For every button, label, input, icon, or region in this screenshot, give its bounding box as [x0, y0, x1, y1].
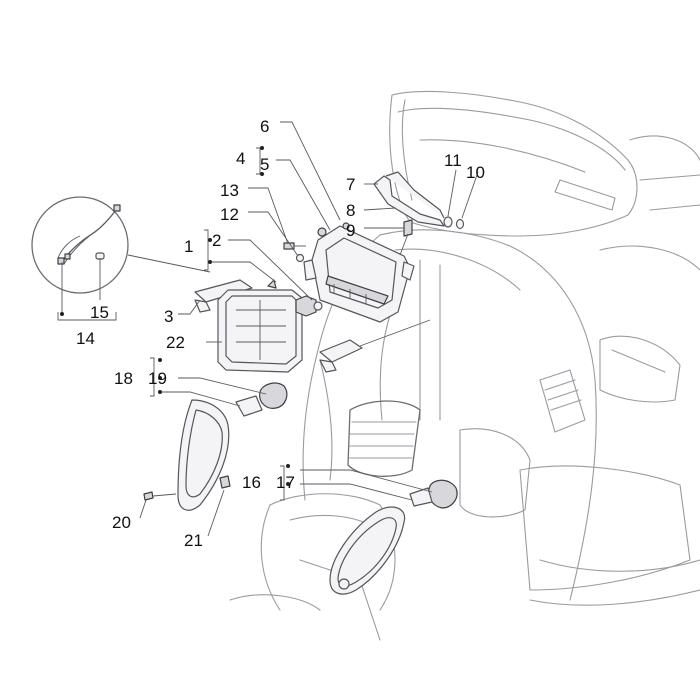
- washers-10-11: [443, 216, 465, 230]
- turn-signal-left: [143, 382, 288, 511]
- headlamp-bracket: [194, 279, 253, 313]
- screws-12-13: [283, 242, 306, 263]
- callout-6: 6: [260, 117, 269, 136]
- callout-11: 11: [444, 151, 462, 170]
- callout-20: 20: [112, 513, 131, 532]
- wiring-harness-inset: [31, 196, 211, 294]
- callout-5: 5: [260, 155, 269, 174]
- leader-lines: [57, 121, 479, 537]
- callout-22: 22: [166, 333, 185, 352]
- callout-10: 10: [466, 163, 485, 182]
- callout-17: 17: [276, 473, 295, 492]
- callout-14: 14: [76, 329, 95, 348]
- callout-7: 7: [346, 175, 355, 194]
- callout-12: 12: [220, 205, 239, 224]
- callout-4: 4: [236, 149, 245, 168]
- callout-labels: 6 4 5 13 12 1 2 3 22 18 19 20 21 16 17 7…: [76, 117, 485, 550]
- scooter-body-outline: [229, 90, 700, 641]
- callout-16: 16: [242, 473, 261, 492]
- callout-dots: [60, 146, 290, 486]
- turn-signal-right: [329, 479, 458, 595]
- callout-21: 21: [184, 531, 203, 550]
- upper-bracket: [373, 171, 445, 256]
- callout-8: 8: [346, 201, 355, 220]
- headlamp-mount-frame: [303, 222, 415, 323]
- callout-13: 13: [220, 181, 239, 200]
- callout-2: 2: [212, 231, 221, 250]
- callout-1: 1: [184, 237, 193, 256]
- headlamp-unit: [217, 279, 323, 373]
- callout-3: 3: [164, 307, 173, 326]
- lower-side-bracket: [319, 319, 431, 373]
- callout-19: 19: [148, 369, 167, 388]
- callout-15: 15: [90, 303, 109, 322]
- callout-9: 9: [346, 221, 355, 240]
- callout-18: 18: [114, 369, 133, 388]
